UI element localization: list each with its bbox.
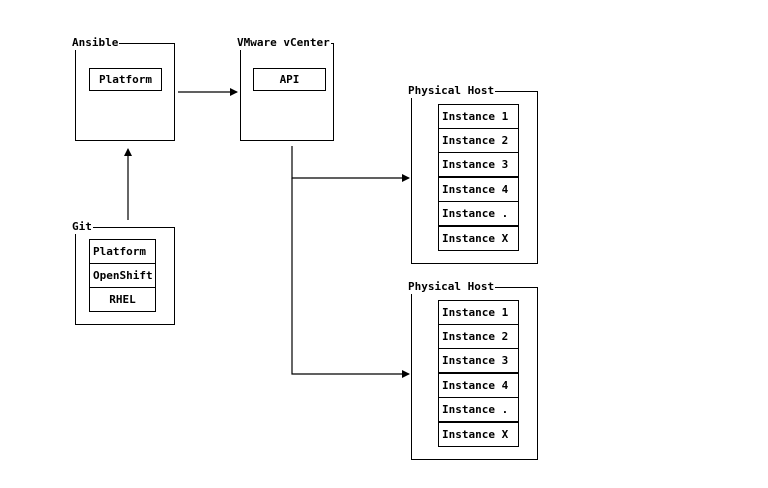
host2-instance-3: Instance 3 (438, 348, 519, 373)
vcenter-api-node: API (253, 68, 326, 91)
host2-instance-x: Instance X (438, 422, 519, 447)
physical-host-2: Physical Host Instance 1 Instance 2 Inst… (408, 280, 538, 460)
edge-vcenter-to-host1 (291, 146, 410, 182)
git-rhel-node: RHEL (89, 287, 156, 312)
vcenter-title: VMware vCenter (237, 36, 331, 50)
host1-instance-dot: Instance . (438, 201, 519, 226)
physical-host-1: Physical Host Instance 1 Instance 2 Inst… (408, 84, 538, 264)
git-title: Git (72, 220, 93, 234)
host1-instance-4: Instance 4 (438, 177, 519, 202)
ansible-title: Ansible (72, 36, 120, 50)
git-openshift-node: OpenShift (89, 263, 156, 288)
physical-host-2-title: Physical Host (408, 280, 496, 294)
edge-vcenter-to-host2 (291, 178, 410, 378)
host2-instance-2: Instance 2 (438, 324, 519, 349)
vcenter-group: VMware vCenter API (237, 36, 334, 141)
host1-instance-1: Instance 1 (438, 104, 519, 129)
host1-instance-x: Instance X (438, 226, 519, 251)
ansible-group: Ansible Platform (72, 36, 175, 141)
host2-instance-4: Instance 4 (438, 373, 519, 398)
host2-instance-1: Instance 1 (438, 300, 519, 325)
host2-instance-dot: Instance . (438, 397, 519, 422)
git-group: Git Platform OpenShift RHEL (72, 220, 175, 325)
git-platform-node: Platform (89, 239, 156, 264)
host1-instance-2: Instance 2 (438, 128, 519, 153)
physical-host-1-title: Physical Host (408, 84, 496, 98)
ansible-platform-node: Platform (89, 68, 162, 91)
host1-instance-3: Instance 3 (438, 152, 519, 177)
